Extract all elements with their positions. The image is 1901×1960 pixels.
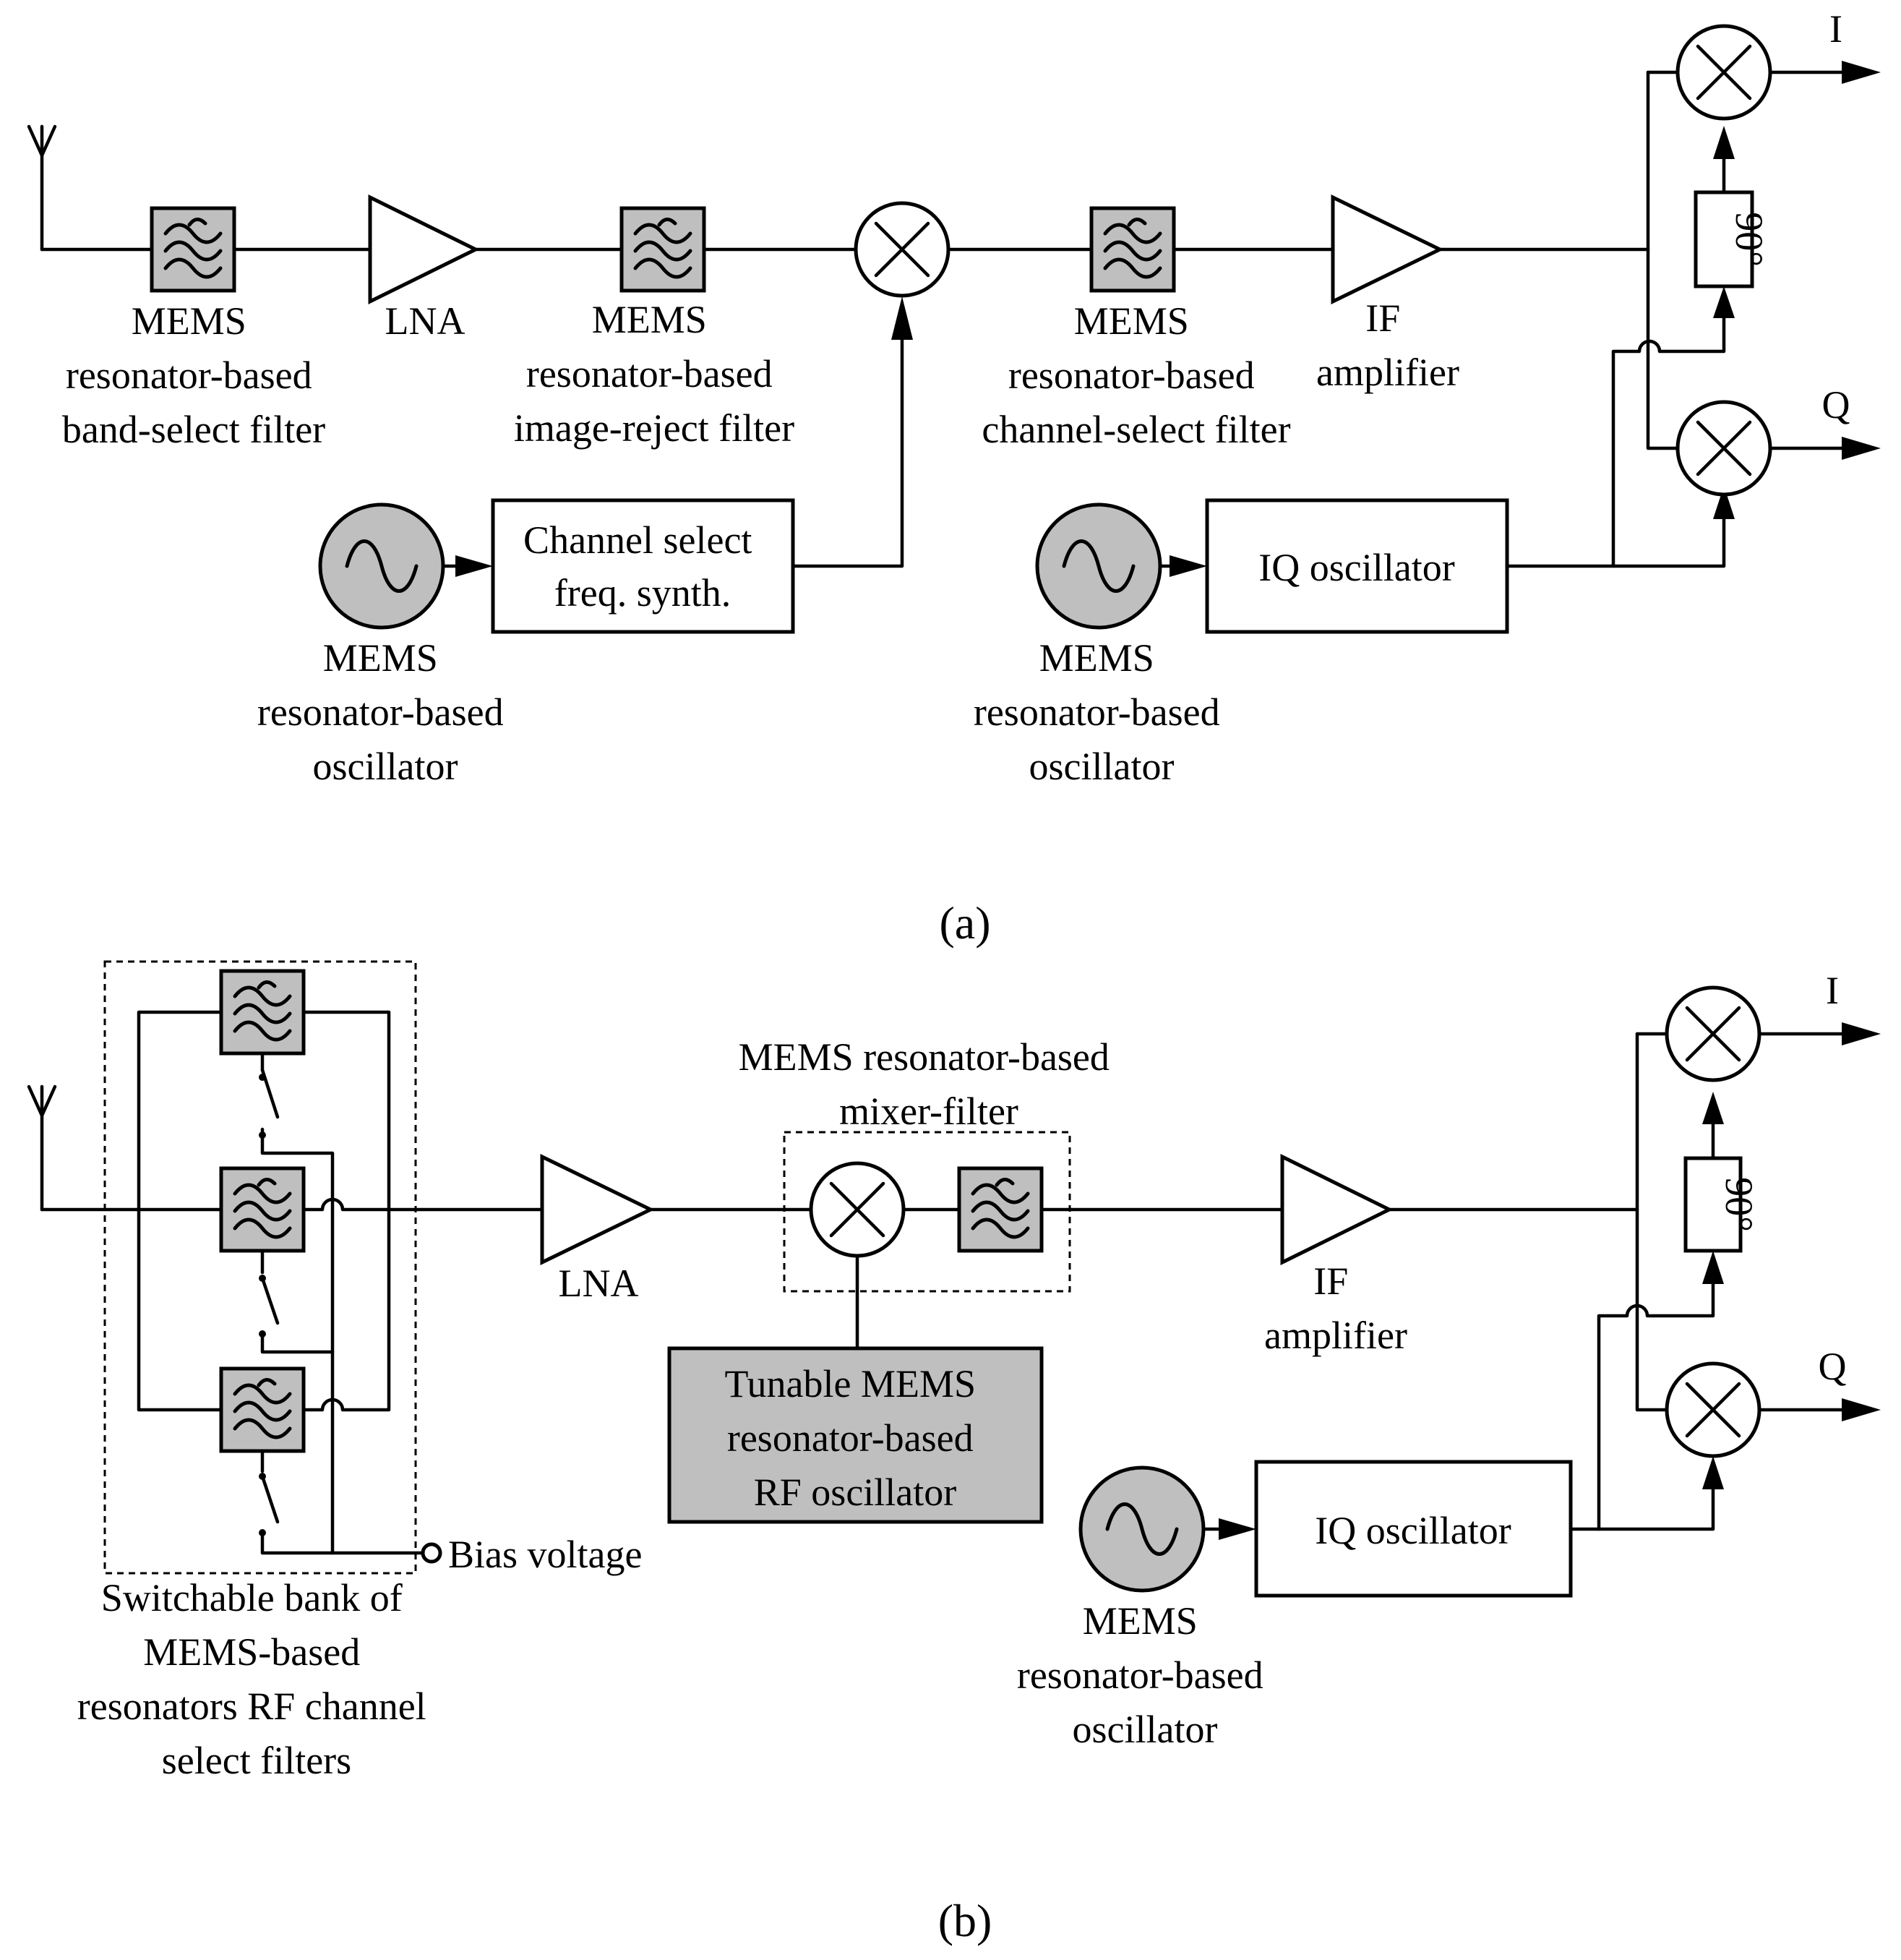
bank-filter-3-icon [221,1369,304,1451]
antenna-icon [29,1087,55,1210]
right-oscillator-label: MEMS resonator-based oscillator [974,636,1230,788]
phase-shifter-box [1694,190,1754,288]
output-q-label: Q [1819,1345,1847,1388]
freq-synth-label: Channel select freq. synth. [523,518,762,615]
bandselect-filter-icon [152,208,234,291]
imagereject-filter-icon [622,208,704,291]
panel-a-caption: (a) [939,897,990,949]
iq-oscillator-label: IQ oscillator [1258,546,1454,589]
rf-oscillator-box [667,1346,1044,1524]
q-mixer-icon [1678,402,1770,495]
i-mixer-icon [1667,988,1759,1080]
output-i-label: I [1829,7,1842,51]
lna-label: LNA [385,299,465,343]
left-oscillator-label: MEMS resonator-based oscillator [257,636,513,788]
bias-voltage-label: Bias voltage [448,1533,642,1576]
left-oscillator-icon [320,505,443,628]
right-oscillator-icon [1037,505,1160,628]
channelselect-filter-icon [1091,208,1174,291]
phase-shift-label: 90° [1728,212,1771,267]
lna-amplifier-icon [540,1154,655,1265]
bank-switch-2 [259,1249,335,1354]
q-mixer-icon [1667,1364,1759,1456]
if-amplifier-icon [1331,194,1444,304]
panel-b: Switchable bank of MEMS-based resonators… [29,960,1881,1946]
channelselect-filter-label: MEMS resonator-based channel-select filt… [982,299,1290,451]
mixer-filter-label: MEMS resonator-based mixer-filter [739,1035,1120,1133]
rf-mixer-icon [856,203,948,296]
bandselect-filter-label: MEMS resonator-based band-select filter [62,299,325,451]
bank-switch-3 [259,1449,425,1555]
bias-terminal-icon [421,1542,442,1564]
imagereject-filter-label: MEMS resonator-based image-reject filter [514,298,794,450]
lna-label: LNA [559,1262,639,1305]
i-mixer-icon [1678,26,1770,119]
mixer-icon [811,1163,904,1256]
if-amplifier-label: IF amplifier [1316,296,1459,394]
oscillator-icon [1081,1468,1203,1591]
panel-b-caption: (b) [938,1895,992,1946]
if-amplifier-icon [1280,1153,1394,1266]
output-q-label: Q [1822,383,1850,427]
if-amplifier-label: IF amplifier [1264,1259,1407,1357]
antenna-icon [29,127,55,249]
bank-filter-2-icon [221,1168,304,1251]
mixer-filter-enclosure [783,1131,1071,1293]
iq-oscillator-box [1205,498,1509,634]
output-i-label: I [1826,969,1839,1012]
mixer-filter-icon [959,1168,1042,1251]
phase-shift-label: 90° [1717,1177,1761,1232]
filter-bank-enclosure [103,960,417,1575]
rf-oscillator-label: Tunable MEMS resonator-based RF oscillat… [724,1362,985,1514]
iq-oscillator-label: IQ oscillator [1315,1509,1511,1552]
panel-a: MEMS resonator-based band-select filter … [29,7,1881,949]
phase-shifter-box [1683,1156,1743,1253]
bank-filter-1-icon [221,971,304,1053]
lna-amplifier-icon [368,194,480,305]
oscillator-label: MEMS resonator-based oscillator [1017,1599,1273,1751]
filter-bank-label: Switchable bank of MEMS-based resonators… [77,1576,436,1782]
